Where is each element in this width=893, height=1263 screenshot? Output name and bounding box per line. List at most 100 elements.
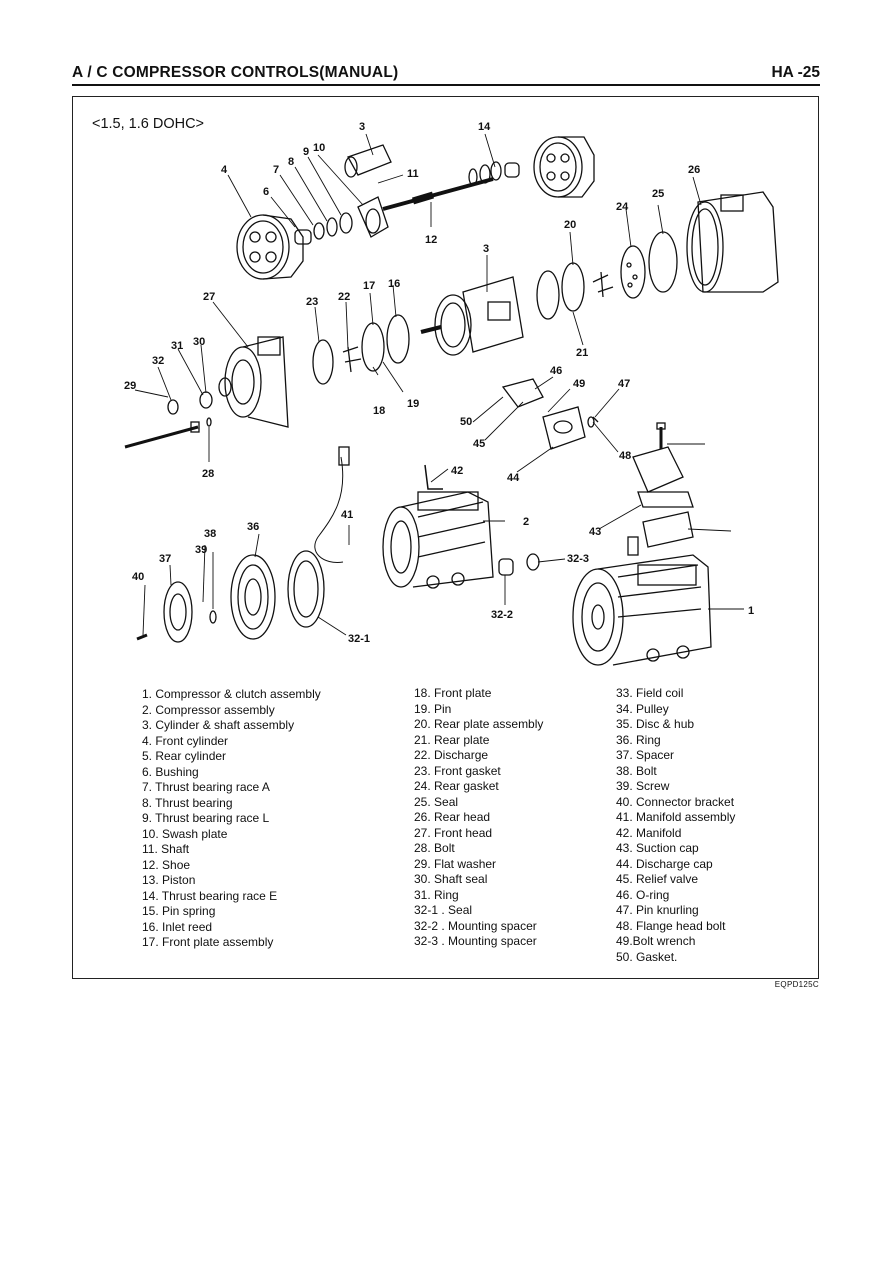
callout-4: 4	[221, 164, 228, 176]
legend-item: 10. Swash plate	[142, 826, 228, 841]
callout-35: 37	[159, 553, 171, 565]
callout-43: 45	[473, 438, 485, 450]
legend-item: 12. Shoe	[142, 857, 191, 872]
legend-item: 19. Pin	[414, 701, 452, 716]
legend-item: 48. Flange head bolt	[616, 918, 726, 933]
legend-item: 17. Front plate assembly	[142, 935, 274, 949]
callout-28: 29	[124, 380, 136, 392]
leader-lines	[134, 133, 744, 636]
legend-column-1: 1. Compressor & clutch assembly 2. Compr…	[142, 687, 321, 951]
legend-item: 23. Front gasket	[414, 763, 501, 778]
callout-39: 41	[341, 509, 353, 521]
legend-item: 29. Flat washer	[414, 856, 497, 871]
legend-item: 35. Disc & hub	[616, 717, 695, 731]
legend-item: 4. Front cylinder	[142, 733, 229, 748]
legend-item: 44. Discharge cap	[616, 856, 713, 871]
legend-item: 30. Shaft seal	[414, 872, 488, 886]
callout-38: 40	[132, 571, 144, 583]
callout-41: 43	[589, 526, 601, 538]
callout-37: 39	[195, 544, 207, 556]
header-rule	[72, 84, 820, 86]
legend-item: 47. Pin knurling	[616, 903, 699, 917]
legend-item: 18. Front plate	[414, 686, 492, 700]
compressor-clutch-assembly-part	[572, 536, 712, 666]
callout-47: 49	[573, 378, 585, 390]
callout-32-1: 32-1	[348, 633, 370, 645]
legend-item: 5. Rear cylinder	[142, 749, 227, 763]
figure-frame	[72, 96, 819, 979]
engine-variant-label: <1.5, 1.6 DOHC>	[92, 116, 205, 132]
legend-item: 24. Rear gasket	[414, 779, 499, 793]
legend-item: 11. Shaft	[142, 842, 190, 856]
legend-item: 32-1 . Seal	[414, 903, 473, 917]
legend-item: 40. Connector bracket	[616, 794, 735, 809]
legend-item: 34. Pulley	[616, 701, 669, 716]
legend-item: 27. Front head	[414, 825, 493, 840]
callout-25: 25	[652, 188, 664, 200]
callout-7: 7	[273, 164, 279, 176]
legend-item: 14. Thrust bearing race E	[142, 888, 278, 903]
callout-14: 14	[478, 121, 491, 133]
compressor-assembly-part	[382, 491, 494, 589]
figure-code: EQPD125C	[774, 980, 819, 989]
callout-18: 18	[373, 405, 385, 417]
callout-32: 32	[152, 355, 164, 367]
legend-item: 38. Bolt	[616, 763, 657, 778]
callout-16: 16	[388, 278, 400, 290]
legend-item: 21. Rear plate	[414, 732, 490, 747]
legend-item: 3. Cylinder & shaft assembly	[142, 718, 295, 732]
legend-item: 15. Pin spring	[142, 904, 216, 918]
legend-item: 39. Screw	[616, 779, 670, 793]
legend-item: 49.Bolt wrench	[616, 934, 696, 948]
legend-column-2: 18. Front plate 19. Pin 20. Rear plate a…	[414, 686, 543, 950]
callout-20: 20	[564, 219, 576, 231]
exploded-view-diagram: 3 14 9 10 8 11 4 7 6 26 25 24 20 12 3 17…	[124, 121, 779, 666]
legend-item: 32-2 . Mounting spacer	[414, 918, 537, 933]
legend-item: 46. O-ring	[616, 887, 670, 902]
callout-8: 8	[288, 156, 294, 168]
callout-3: 3	[483, 243, 489, 255]
legend-item: 22. Discharge	[414, 748, 489, 762]
callout-48: 50	[460, 416, 472, 428]
callout-19: 19	[407, 398, 419, 410]
legend-item: 13. Piston	[142, 873, 196, 887]
legend-item: 32-3 . Mounting spacer	[414, 934, 537, 948]
legend-item: 25. Seal	[414, 794, 459, 809]
callout-23: 23	[306, 296, 318, 308]
callout-9: 9	[303, 146, 309, 158]
legend-item: 1. Compressor & clutch assembly	[142, 687, 321, 701]
callout-21: 21	[576, 347, 588, 359]
legend-item: 42. Manifold	[616, 825, 682, 840]
legend-item: 31. Ring	[414, 887, 459, 902]
callout-34: 36	[247, 521, 259, 533]
legend-item: 36. Ring	[616, 732, 661, 747]
legend-item: 2. Compressor assembly	[142, 702, 275, 717]
callout-24: 24	[616, 201, 629, 213]
callout-26: 26	[688, 164, 700, 176]
callout-6: 6	[263, 186, 269, 198]
section-title: A / C COMPRESSOR CONTROLS(MANUAL)	[72, 64, 399, 81]
legend-item: 7. Thrust bearing race A	[142, 780, 270, 794]
page-header: A / C COMPRESSOR CONTROLS(MANUAL) HA -25	[72, 64, 820, 88]
callout-42: 44	[507, 472, 520, 484]
legend-item: 50. Gasket.	[616, 949, 678, 964]
legend-item: 16. Inlet reed	[142, 919, 213, 934]
legend-item: 9. Thrust bearing race L	[142, 811, 270, 825]
callout-27: 27	[203, 291, 215, 303]
callout-29: 28	[202, 468, 214, 480]
legend-item: 20. Rear plate assembly	[414, 717, 544, 731]
legend-column-3: 33. Field coil 34. Pulley 35. Disc & hub…	[616, 686, 735, 965]
callout-labels: 3 14 9 10 8 11 4 7 6 26 25 24 20 12 3 17…	[124, 121, 754, 645]
callout-30: 30	[193, 336, 205, 348]
callout-32-2: 32-2	[491, 609, 513, 621]
callout-45: 47	[618, 378, 630, 390]
callout-36: 38	[204, 528, 216, 540]
front-cylinder-part	[236, 214, 304, 280]
callout-31: 31	[171, 340, 183, 352]
legend-item: 37. Spacer	[616, 748, 675, 762]
callout-17: 17	[363, 280, 375, 292]
callout-12: 11	[407, 168, 419, 180]
callout-13: 3	[359, 121, 365, 133]
legend-item: 26. Rear head	[414, 810, 491, 824]
legend-item: 6. Bushing	[142, 764, 199, 779]
